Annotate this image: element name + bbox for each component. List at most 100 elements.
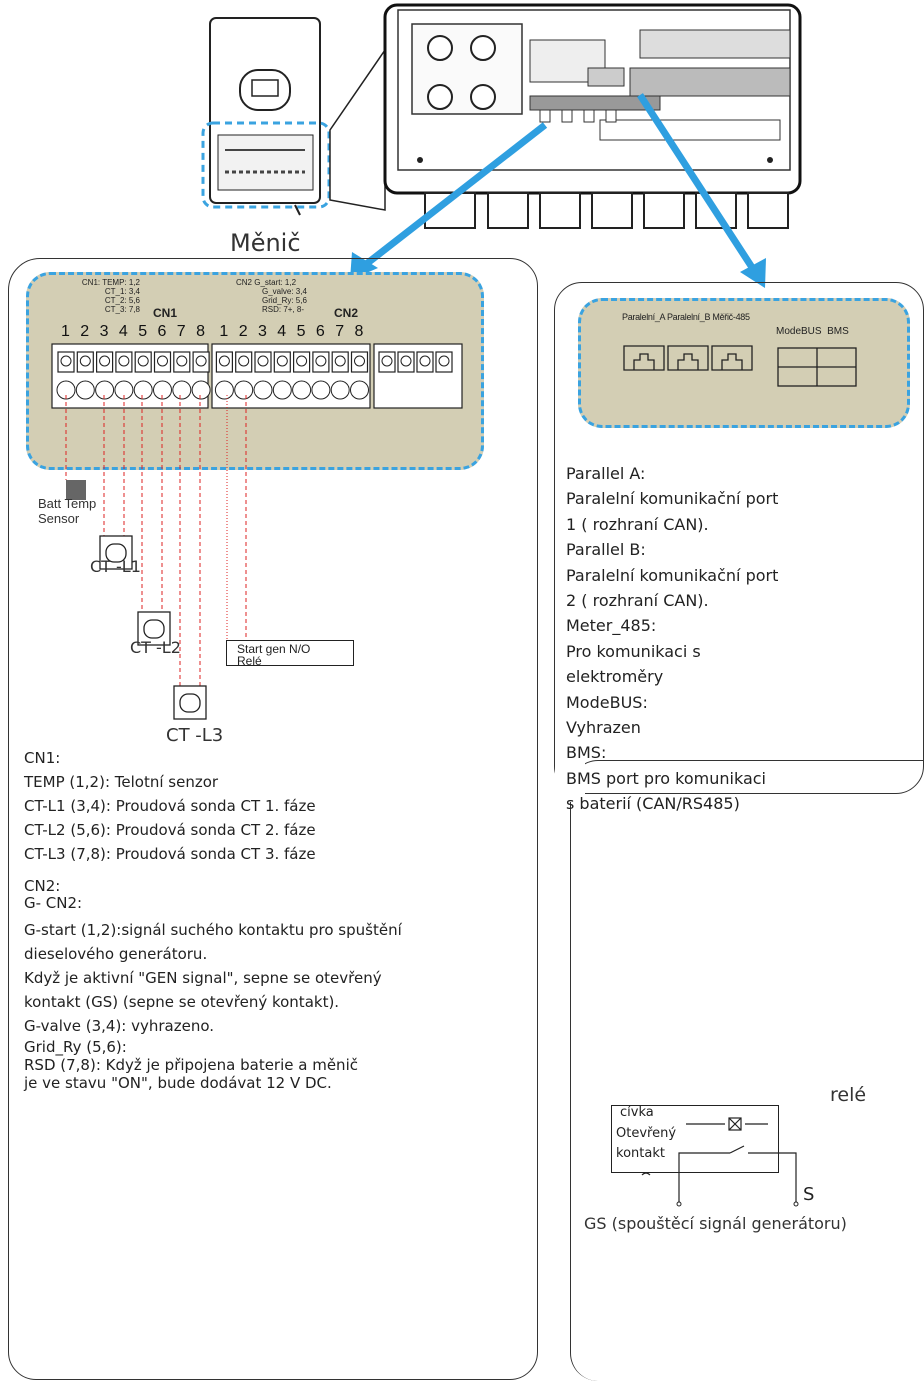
terminal-screw-head bbox=[381, 355, 393, 367]
cn1-description: CN1: TEMP (1,2): Telotní senzor CT-L1 (3… bbox=[24, 749, 316, 863]
pin-number: 1 bbox=[219, 323, 229, 340]
relay-box bbox=[611, 1105, 779, 1173]
terminal-screw-head bbox=[195, 355, 207, 367]
batt-temp-label: Batt Temp Sensor bbox=[38, 496, 97, 526]
cn2-title: CN2 bbox=[334, 306, 359, 320]
terminal-screw bbox=[57, 351, 75, 373]
relay-gs-label: GS (spouštěcí signál generátoru) bbox=[584, 1214, 847, 1233]
terminal-screw-head bbox=[137, 355, 149, 367]
terminal-wire-hole bbox=[292, 380, 312, 400]
relay-title: relé bbox=[830, 1084, 867, 1106]
terminal-wire-hole bbox=[191, 380, 211, 400]
start-gen-relay-box: Start gen N/O Relé bbox=[226, 640, 354, 667]
port-labels: Paralelní_A Paralelní_B Měřič-485 bbox=[622, 312, 750, 322]
terminal-screw-head bbox=[419, 355, 431, 367]
relay-open-contact-1: Otevřený bbox=[616, 1126, 677, 1141]
cn2-legend: CN2 G_start: 1,2 G_valve: 3,4 Grid_Ry: 5… bbox=[236, 278, 307, 314]
ct-l1-label: CT -L1 bbox=[90, 557, 141, 576]
pin-number: 1 bbox=[61, 323, 70, 340]
terminal-screw-head bbox=[296, 355, 308, 367]
ct-l3-label: CT -L3 bbox=[166, 725, 224, 746]
pin-number: 8 bbox=[196, 323, 205, 340]
terminal-screw bbox=[416, 351, 434, 373]
relay-open-contact-2: kontakt bbox=[616, 1146, 665, 1161]
cn1-legend: CN1: TEMP: 1,2 CT_1: 3,4 CT_2: 5,6 CT_3:… bbox=[81, 278, 140, 314]
cn1-title: CN1 bbox=[153, 306, 178, 320]
inverter-small-icon bbox=[201, 17, 331, 216]
terminal-wire-hole bbox=[253, 380, 273, 400]
terminal-wire-hole bbox=[311, 380, 331, 400]
terminal-screw bbox=[215, 351, 233, 373]
pin-number: 6 bbox=[157, 323, 167, 340]
terminal-screw bbox=[273, 351, 291, 373]
pin-number: 2 bbox=[80, 323, 90, 340]
terminal-screw bbox=[254, 351, 272, 373]
terminal-screw bbox=[312, 351, 330, 373]
terminal-screw-head bbox=[79, 355, 91, 367]
terminal-wire-hole bbox=[172, 380, 192, 400]
terminal-wire-hole bbox=[272, 380, 292, 400]
terminal-wire-hole bbox=[234, 380, 254, 400]
pin-number: 7 bbox=[176, 323, 186, 340]
terminal-screw-head bbox=[315, 355, 327, 367]
ports-description: Parallel A: Paralelní komunikační port 1… bbox=[566, 464, 779, 814]
terminal-screw-head bbox=[354, 355, 365, 367]
terminal-wire-hole bbox=[330, 380, 350, 400]
terminal-wire-hole bbox=[350, 380, 369, 400]
terminal-screw-head bbox=[218, 355, 230, 367]
terminal-screw bbox=[192, 351, 210, 373]
terminal-blocks bbox=[51, 343, 463, 409]
relay-s-label: S bbox=[803, 1184, 815, 1205]
pin-number: 4 bbox=[277, 323, 287, 340]
terminal-screw bbox=[173, 351, 191, 373]
pin-number: 5 bbox=[296, 323, 306, 340]
relay-coil-label: cívka bbox=[620, 1105, 654, 1120]
modbus-bms-labels: ModeBUS BMS bbox=[776, 326, 849, 337]
terminal-screw-head bbox=[400, 355, 412, 367]
terminal-screw-head bbox=[238, 355, 250, 367]
right-panel-lower bbox=[570, 760, 924, 1381]
terminal-screw bbox=[350, 351, 369, 373]
terminal-screw-head bbox=[257, 355, 269, 367]
terminal-screw-head bbox=[334, 355, 346, 367]
terminal-screw-head bbox=[276, 355, 288, 367]
terminal-screw bbox=[331, 351, 349, 373]
terminal-screw bbox=[95, 351, 114, 373]
pin-number: 5 bbox=[138, 323, 148, 340]
inverter-illustration bbox=[201, 3, 802, 288]
terminal-screw bbox=[397, 351, 415, 373]
terminal-screw bbox=[153, 351, 172, 373]
terminal-wire-hole bbox=[75, 380, 95, 400]
terminal-screw-head bbox=[176, 355, 188, 367]
terminal-wire-hole bbox=[133, 380, 153, 400]
terminal-wire-hole bbox=[95, 380, 115, 400]
terminal-screw-head bbox=[60, 355, 72, 367]
terminal-screw-head bbox=[438, 355, 450, 367]
terminal-screw-head bbox=[99, 355, 111, 367]
inverter-wiring-board bbox=[383, 3, 802, 229]
terminal-screw bbox=[115, 351, 133, 373]
inverter-label: Měnič bbox=[230, 229, 301, 257]
relay-circuit bbox=[641, 1117, 799, 1207]
terminal-screw bbox=[435, 351, 453, 373]
pin-number: 6 bbox=[315, 323, 325, 340]
terminal-screw bbox=[378, 351, 396, 373]
ports-icons bbox=[623, 345, 857, 387]
terminal-wire-hole bbox=[214, 380, 234, 400]
terminal-screw bbox=[235, 351, 253, 373]
sensor-wiring bbox=[65, 395, 247, 720]
ports-board bbox=[578, 298, 910, 428]
batt-temp-sensor-icon bbox=[66, 480, 86, 500]
ct-l2-label: CT -L2 bbox=[130, 638, 181, 657]
pin-number: 3 bbox=[99, 323, 109, 340]
pin-number: 7 bbox=[335, 323, 345, 340]
pin-number: 4 bbox=[118, 323, 128, 340]
pin-number: 8 bbox=[354, 323, 364, 340]
pin-number: 3 bbox=[258, 323, 267, 340]
terminal-screw bbox=[134, 351, 152, 373]
terminal-screw-head bbox=[157, 355, 168, 367]
terminal-screw-head bbox=[118, 355, 130, 367]
terminal-screw bbox=[76, 351, 94, 373]
terminal-screw bbox=[293, 351, 311, 373]
cn2-description: CN2: G- CN2: G-start (1,2):signál suchéh… bbox=[24, 877, 402, 1092]
